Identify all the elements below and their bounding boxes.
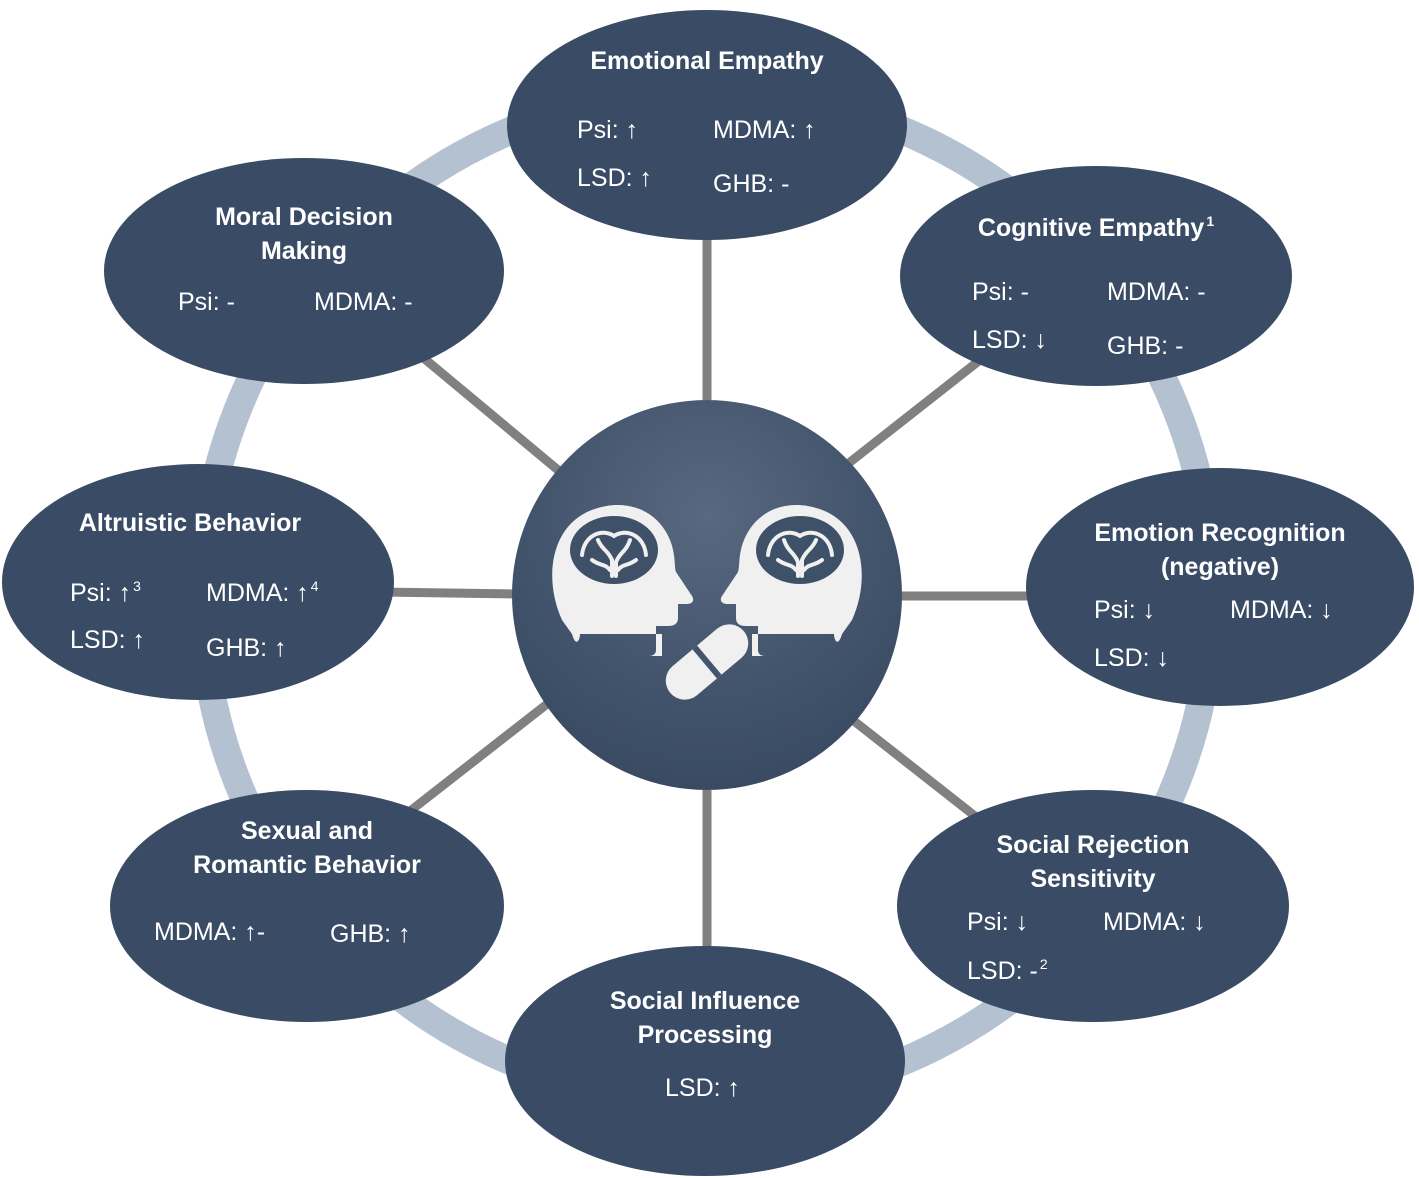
- lsd-effect: LSD: ↓: [1094, 644, 1170, 672]
- mdma-effect: MDMA: ↓: [1103, 908, 1206, 936]
- node-altruistic-behavior: Altruistic Behavior Psi: ↑3 MDMA: ↑4 LSD…: [2, 464, 394, 700]
- node-emotional-empathy: Emotional Empathy Psi: ↑ MDMA: ↑ LSD: ↑ …: [507, 10, 907, 240]
- node-title: Social Influence Processing: [609, 987, 801, 1049]
- ghb-effect: GHB: -: [713, 170, 790, 198]
- lsd-effect: LSD: ↑: [70, 626, 146, 654]
- node-title: Sexual and Romantic Behavior: [193, 817, 421, 879]
- ghb-effect: GHB: ↑: [206, 634, 287, 662]
- node-sexual-romantic-behavior: Sexual and Romantic Behavior MDMA: ↑- GH…: [110, 790, 504, 1022]
- psi-effect: Psi: ↓: [1094, 596, 1156, 624]
- node-title: Moral Decision Making: [215, 203, 393, 265]
- mdma-effect: MDMA: -: [1107, 278, 1206, 306]
- psi-effect: Psi: -: [178, 288, 235, 316]
- head-with-brain-icon: [720, 504, 862, 656]
- node-title: Social Rejection Sensitivity: [996, 831, 1190, 893]
- node-title: Altruistic Behavior: [78, 509, 302, 537]
- node-title: Emotion Recognition (negative): [1094, 519, 1346, 581]
- connector-line: [837, 356, 983, 474]
- connector-line: [402, 686, 568, 819]
- connector-line: [417, 351, 573, 484]
- psi-effect: Psi: ↑3: [70, 578, 141, 607]
- lsd-effect: LSD: ↓: [972, 326, 1048, 354]
- pill-capsule-icon: [665, 624, 749, 700]
- lsd-effect: LSD: ↑: [577, 164, 653, 192]
- node-social-influence-processing: Social Influence Processing LSD: ↑: [505, 946, 905, 1176]
- node-emotion-recognition: Emotion Recognition (negative) Psi: ↓ MD…: [1026, 468, 1414, 706]
- lsd-effect: LSD: ↑: [665, 1074, 741, 1102]
- mdma-effect: MDMA: -: [314, 288, 413, 316]
- node-moral-decision-making: Moral Decision Making Psi: - MDMA: -: [104, 158, 504, 384]
- ghb-effect: GHB: ↑: [330, 920, 411, 948]
- ghb-effect: GHB: -: [1107, 332, 1184, 360]
- node-title: Emotional Empathy: [590, 47, 824, 75]
- mdma-effect: MDMA: ↑4: [206, 578, 319, 607]
- psi-effect: Psi: -: [972, 278, 1029, 306]
- connector-line: [379, 587, 516, 599]
- mdma-effect: MDMA: ↑: [713, 116, 816, 144]
- node-social-rejection-sensitivity: Social Rejection Sensitivity Psi: ↓ MDMA…: [897, 790, 1289, 1022]
- head-with-brain-icon: [552, 504, 694, 656]
- connector-line: [837, 706, 983, 824]
- psi-effect: Psi: ↓: [967, 908, 1029, 936]
- connector-lines: [379, 230, 1040, 960]
- mdma-effect: MDMA: ↑-: [154, 918, 266, 946]
- center-circle: [512, 400, 902, 790]
- lsd-effect: LSD: -2: [967, 956, 1048, 985]
- psi-effect: Psi: ↑: [577, 116, 639, 144]
- mdma-effect: MDMA: ↓: [1230, 596, 1333, 624]
